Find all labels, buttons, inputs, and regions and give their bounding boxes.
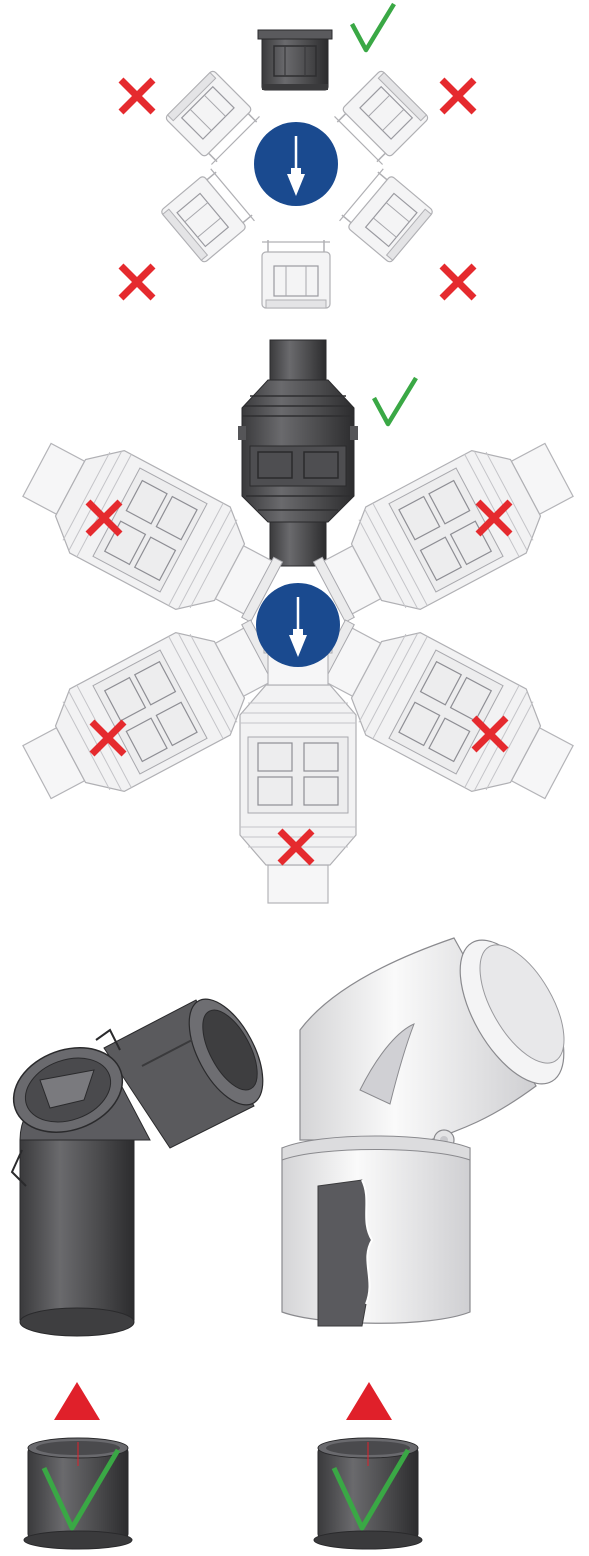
short-insert-ghost <box>338 168 434 264</box>
panel-1 <box>121 4 474 308</box>
short-insert-ghost <box>160 168 256 264</box>
green-check-icon <box>352 4 394 50</box>
red-x-icon <box>121 80 153 112</box>
red-x-icon <box>121 266 153 298</box>
inline-valve-correct <box>238 340 358 566</box>
short-insert-ghost <box>165 70 261 166</box>
red-up-arrow-icon <box>346 1382 392 1420</box>
short-insert-ghost <box>262 240 330 308</box>
red-x-icon <box>442 80 474 112</box>
light-elbow <box>282 924 585 1326</box>
short-insert-ghost <box>333 70 429 166</box>
dark-elbow <box>2 988 278 1336</box>
panel-2 <box>10 340 586 903</box>
short-insert-correct <box>258 30 332 90</box>
plumb-bob-icon <box>256 583 340 667</box>
green-check-icon <box>374 378 416 424</box>
red-up-arrow-icon <box>54 1382 100 1420</box>
red-x-icon <box>442 266 474 298</box>
plumb-bob-icon <box>254 122 338 206</box>
panel-3 <box>2 924 585 1549</box>
